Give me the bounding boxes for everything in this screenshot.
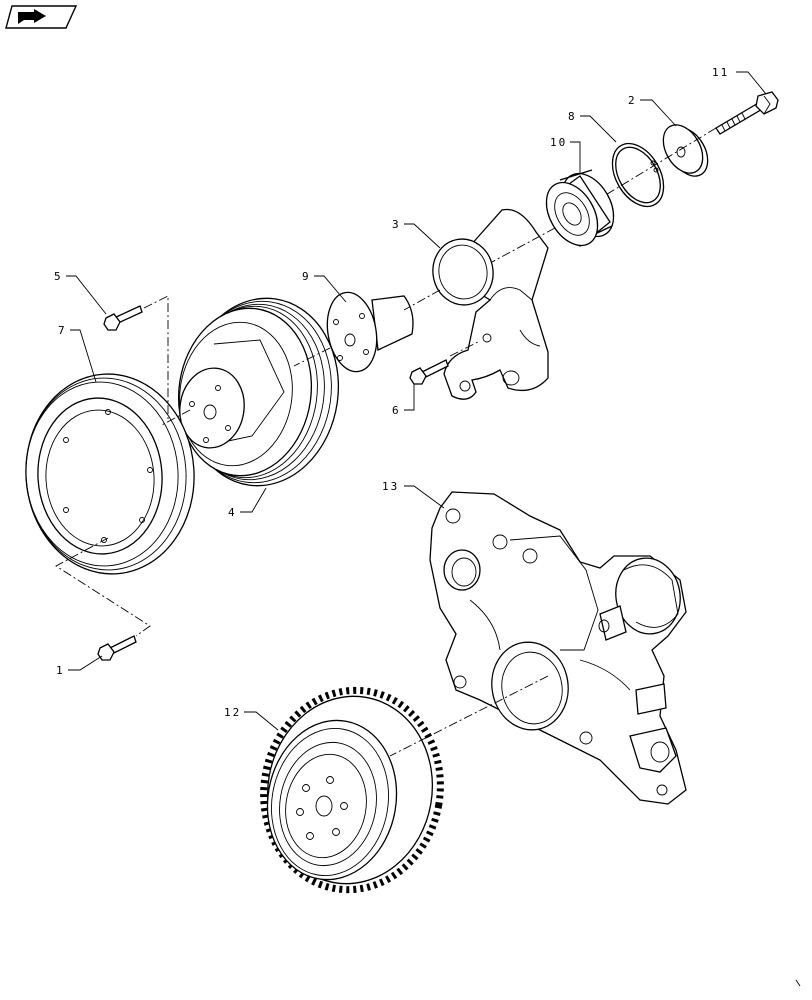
part-10-bearing [545, 169, 615, 247]
callout-10: 10 [550, 136, 567, 149]
nav-button[interactable] [5, 5, 78, 29]
callout-labels: 1 2 3 4 5 6 7 8 9 10 11 12 13 [54, 66, 729, 719]
callout-13: 13 [382, 480, 399, 493]
callout-7: 7 [58, 324, 67, 337]
part-9-hub [326, 291, 414, 373]
callout-6: 6 [392, 404, 401, 417]
callout-11: 11 [712, 66, 729, 79]
part-2-cap [662, 124, 709, 177]
arrow-icon [18, 9, 46, 24]
center-lines [55, 127, 717, 757]
callout-2: 2 [628, 94, 637, 107]
callout-4: 4 [228, 506, 237, 519]
part-7-damper-disc [25, 373, 195, 575]
callout-1: 1 [56, 664, 65, 677]
callout-3: 3 [392, 218, 401, 231]
callout-12: 12 [224, 706, 241, 719]
leader-lines [66, 71, 767, 731]
callout-9: 9 [302, 270, 311, 283]
part-1-bolt [97, 635, 137, 661]
part-6-bolt [409, 359, 449, 385]
part-3-idler-bracket [432, 208, 549, 400]
callout-5: 5 [54, 270, 63, 283]
part-5-bolt [103, 305, 143, 331]
corner-mark [795, 979, 801, 987]
part-12-crank-damper [260, 686, 444, 894]
part-11-bolt [715, 91, 779, 135]
part-4-grooved-pulley [177, 297, 340, 487]
part-13-front-cover [429, 491, 687, 805]
callout-8: 8 [568, 110, 577, 123]
